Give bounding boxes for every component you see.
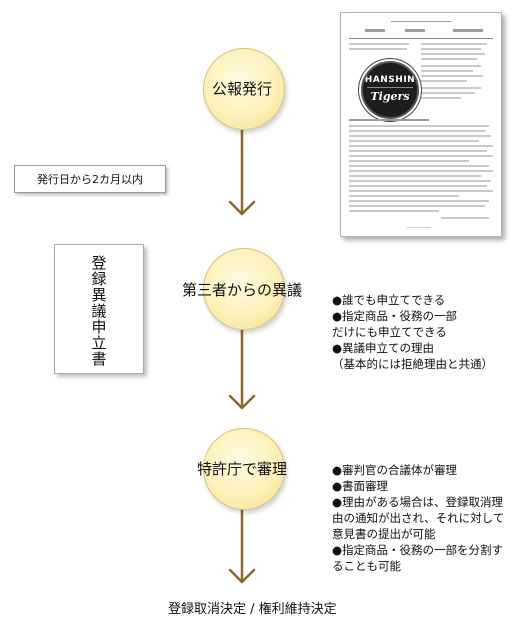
- examination-label: 特許庁で審理: [197, 460, 288, 478]
- opposition-note: ●指定商品・役務の一部: [332, 309, 458, 323]
- publication-label: 公報発行: [212, 80, 273, 98]
- examination-note: 由の通知が出され、それに対して: [332, 511, 505, 525]
- examination-notes: ●審判官の合議体が審理 ●書面審理 ●理由がある場合は、登録取消理 由の通知が出…: [332, 462, 504, 574]
- opposition-document-box: 登録異議申立書: [54, 244, 144, 374]
- examination-note: ●書面審理: [332, 479, 389, 493]
- examination-node: [203, 428, 285, 510]
- opposition-note: ●誰でも申立てできる: [332, 293, 446, 307]
- final-decision-label: 登録取消決定 / 権利維持決定: [168, 602, 337, 617]
- filing-period-box: 発行日から2カ月以内: [14, 165, 166, 193]
- logo-top-text: HANSHIN: [364, 75, 416, 85]
- opposition-notes: ●誰でも申立てできる ●指定商品・役務の一部 だけにも申立てできる ●異議申立て…: [332, 292, 493, 372]
- examination-note: ●審判官の合議体が審理: [332, 463, 458, 477]
- examination-note: ●理由がある場合は、登録取消理: [332, 495, 504, 509]
- opposition-note: （基本的には拒絶理由と共通）: [332, 357, 493, 371]
- opposition-node: [203, 248, 285, 330]
- tigers-logo-image: HANSHIN Tigers: [361, 61, 419, 119]
- logo-bottom-text: Tigers: [370, 90, 410, 103]
- arrowhead-3: [228, 568, 256, 584]
- opposition-note: ●異議申立ての理由: [332, 341, 435, 355]
- publication-node: [203, 48, 285, 130]
- opposition-document-title: 登録異議申立書: [89, 255, 108, 367]
- arrowhead-2: [228, 394, 256, 410]
- opposition-note: だけにも申立てできる: [332, 325, 447, 339]
- arrowhead-1: [228, 200, 256, 216]
- examination-note: 意見書の提出が可能: [332, 527, 436, 541]
- opposition-label: 第三者からの異議: [182, 281, 303, 299]
- examination-note: ●指定商品・役務の一部を分割す: [332, 543, 504, 557]
- filing-period-text: 発行日から2カ月以内: [37, 173, 143, 186]
- gazette-document-image: HANSHIN Tigers: [340, 12, 502, 237]
- examination-note: ることも可能: [332, 559, 401, 573]
